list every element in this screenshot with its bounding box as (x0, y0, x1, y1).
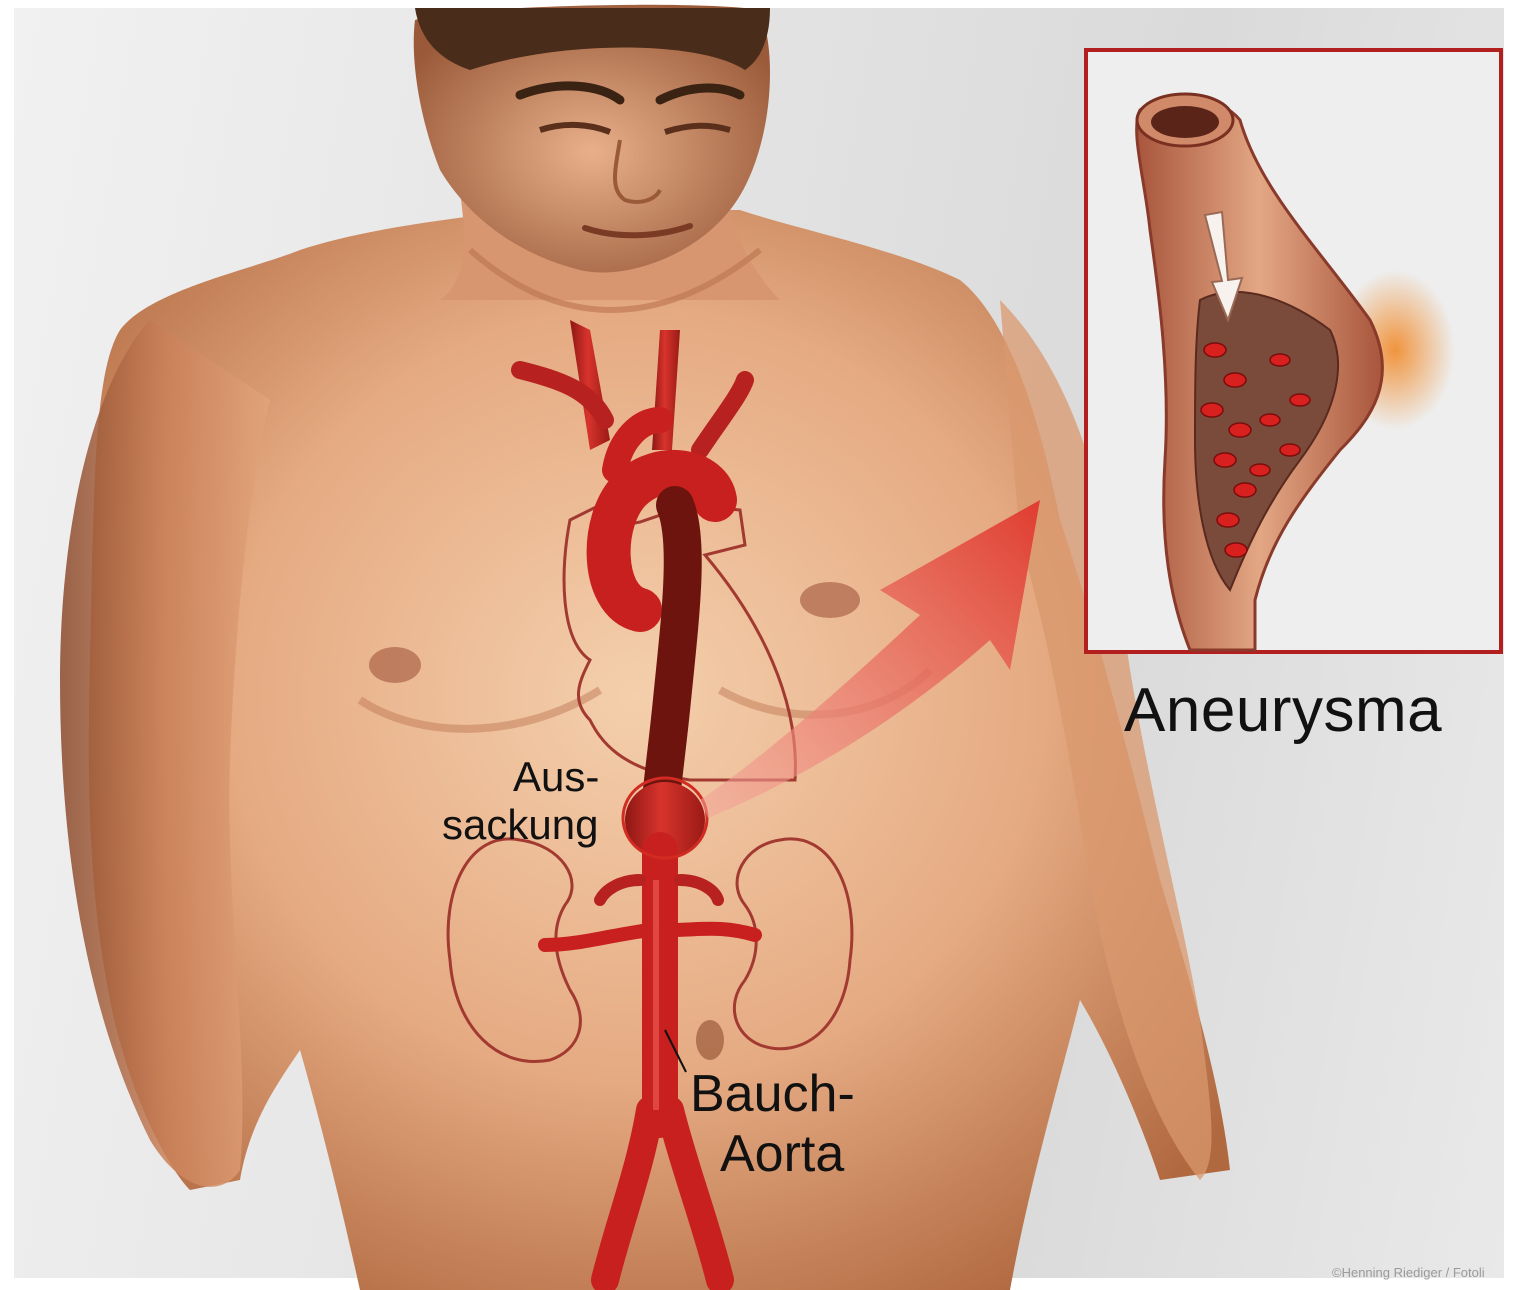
descending-aorta (662, 505, 683, 790)
photo-credit: ©Henning Riediger / Fotoli (1332, 1266, 1485, 1279)
aussackung-label-line1: Aus- (513, 756, 599, 798)
aussackung-label-line2: sackung (442, 804, 598, 846)
bauch-aorta-label-line2: Aorta (720, 1128, 844, 1180)
aneurysm-inset (1086, 50, 1501, 652)
bauch-aorta-label-line1: Bauch- (690, 1068, 855, 1120)
aneurysma-title: Aneurysma (1124, 680, 1442, 742)
